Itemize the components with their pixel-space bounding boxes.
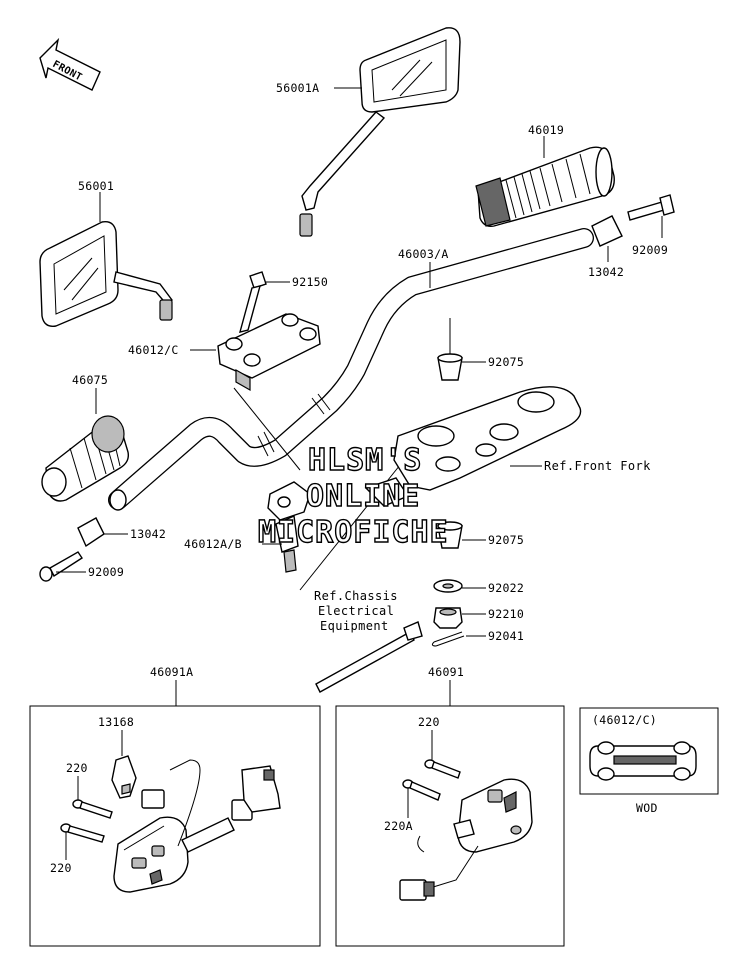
- inset-box: [579, 707, 719, 795]
- watermark-line1: HLSM'S: [308, 443, 422, 478]
- weight-right-icon: [591, 215, 623, 247]
- screw-r1-icon: [424, 759, 461, 779]
- screw-l2-icon: [60, 823, 105, 843]
- label-92075-lower: 92075: [488, 533, 524, 547]
- label-56001A: 56001A: [276, 81, 319, 95]
- label-220-left-1: 220: [66, 761, 88, 775]
- cotter-pin-icon: [431, 631, 465, 647]
- inset-caption: WOD: [636, 801, 658, 815]
- watermark-line2: ONLINE: [306, 479, 420, 514]
- screw-right-icon: [627, 194, 675, 221]
- cable-tie-icon: [315, 631, 415, 693]
- mirror-left-icon: [39, 221, 173, 327]
- label-92075-upper: 92075: [488, 355, 524, 369]
- label-46003A: 46003/A: [398, 247, 449, 261]
- label-92041: 92041: [488, 629, 524, 643]
- label-220-right: 220: [418, 715, 440, 729]
- label-46012AB: 46012A/B: [184, 537, 242, 551]
- switch-left-box: [29, 705, 321, 947]
- handlebar-icon: [108, 228, 594, 511]
- label-46091A: 46091A: [150, 665, 193, 679]
- label-13042-left: 13042: [130, 527, 166, 541]
- label-92150: 92150: [292, 275, 328, 289]
- weight-left-icon: [77, 517, 105, 548]
- label-56001: 56001: [78, 179, 114, 193]
- label-inset-46012C: (46012/C): [592, 713, 657, 727]
- ref-chassis-line1: Ref.Chassis: [314, 589, 398, 603]
- screw-l1-icon: [72, 799, 113, 819]
- bolt-upper-icon: [239, 271, 267, 333]
- screw-left-icon: [39, 551, 83, 582]
- fork-bracket-icon: [364, 386, 582, 507]
- label-92210: 92210: [488, 607, 524, 621]
- label-46012C: 46012/C: [128, 343, 179, 357]
- label-13168: 13168: [98, 715, 134, 729]
- switch-right-housing-icon: [399, 778, 533, 901]
- ref-front-fork: Ref.Front Fork: [544, 459, 651, 473]
- inset-holder-icon: [589, 741, 697, 781]
- clamp-icon: [111, 755, 137, 799]
- grip-right-icon: [475, 146, 615, 228]
- holder-lower-icon: [267, 481, 311, 573]
- label-46019: 46019: [528, 123, 564, 137]
- watermark-line3: MICROFICHE: [258, 515, 449, 550]
- holder-upper-icon: [217, 313, 321, 392]
- mirror-right-icon: [299, 27, 461, 237]
- label-92022: 92022: [488, 581, 524, 595]
- label-46091: 46091: [428, 665, 464, 679]
- label-92009-left: 92009: [88, 565, 124, 579]
- label-46075: 46075: [72, 373, 108, 387]
- ref-chassis-line3: Equipment: [320, 619, 389, 633]
- label-220A: 220A: [384, 819, 413, 833]
- label-220-left-2: 220: [50, 861, 72, 875]
- switch-left-housing-icon: [113, 759, 281, 893]
- grip-left-icon: [41, 415, 130, 502]
- label-92009-right: 92009: [632, 243, 668, 257]
- ref-chassis-line2: Electrical: [318, 604, 394, 618]
- label-13042-right: 13042: [588, 265, 624, 279]
- front-arrow-icon: FRONT: [39, 37, 101, 91]
- screw-r2-icon: [402, 779, 441, 801]
